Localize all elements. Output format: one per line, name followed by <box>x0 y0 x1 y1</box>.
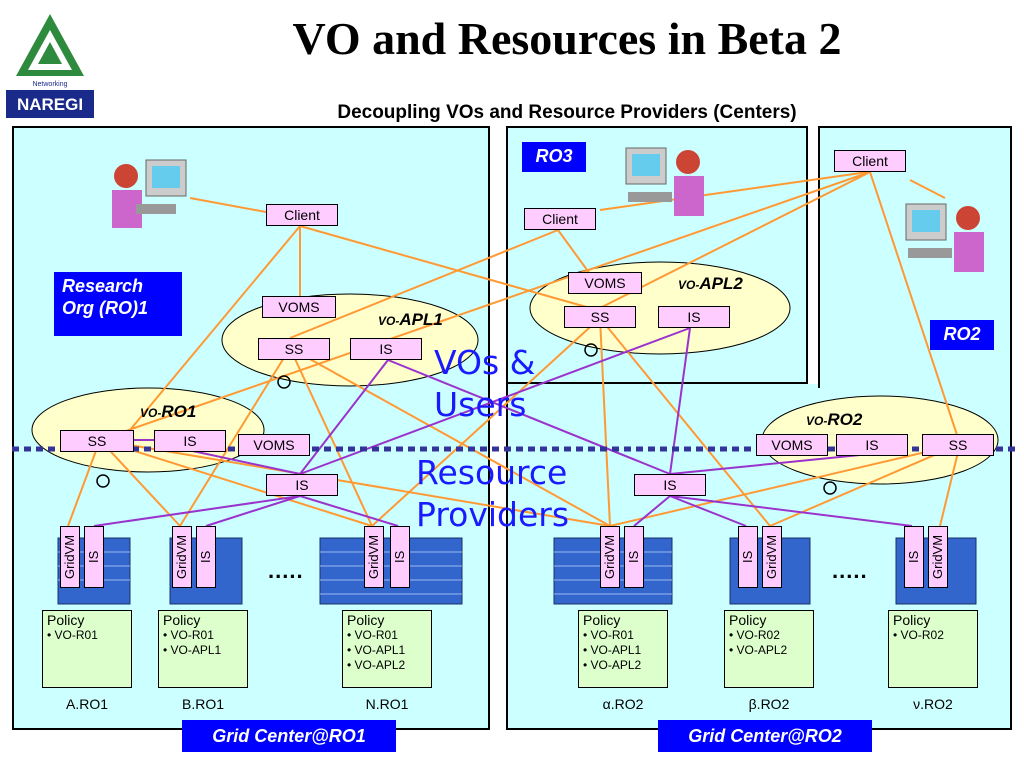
policy-title: Policy <box>893 612 931 628</box>
vos-users-text: VOs & Users <box>434 343 536 424</box>
more-sites-ellipsis-ro2: ..... <box>832 558 868 583</box>
resource-providers-text: Resource Providers <box>416 453 570 534</box>
policy-title: Policy <box>347 612 385 628</box>
is-node-center-ro1: IS <box>266 474 338 496</box>
page-title: VO and Resources in Beta 2 <box>292 13 842 64</box>
vo-ro1-label: VO-RO1 <box>140 402 197 421</box>
label-ro2: RO2 <box>930 320 994 350</box>
voms-node-ro1: VOMS <box>238 434 310 456</box>
site-name-b-ro1: B.RO1 <box>181 696 224 712</box>
policy-entry: • VO-R02 <box>893 628 944 642</box>
policy-entry: • VO-R01 <box>163 628 214 642</box>
is-node-beta-ro2: IS <box>738 526 758 588</box>
policy-entry: • VO-R01 <box>347 628 398 642</box>
label-grid-center-ro1: Grid Center@RO1 <box>182 720 396 752</box>
policy-entry: • VO-R02 <box>729 628 780 642</box>
token-icon <box>823 481 837 495</box>
policy-title: Policy <box>163 612 201 628</box>
page-subtitle: Decoupling VOs and Resource Providers (C… <box>337 102 797 123</box>
policy-entry: • VO-APL2 <box>347 658 406 672</box>
gridvm-node-beta-ro2: GridVM <box>762 526 782 588</box>
ss-node-ro1: SS <box>60 430 134 452</box>
client-node-ro1: Client <box>266 204 338 226</box>
ss-node-apl1: SS <box>258 338 330 360</box>
policy-a-ro1: Policy • VO-R01 <box>42 610 132 688</box>
policy-entry: • VO-APL2 <box>729 643 788 657</box>
is-node-b-ro1: IS <box>196 526 216 588</box>
site-name-a-ro1: A.RO1 <box>65 696 108 712</box>
policy-nu-ro2: Policy • VO-R02 <box>888 610 978 688</box>
is-node-nu-ro2: IS <box>904 526 924 588</box>
ss-node-apl2: SS <box>564 306 636 328</box>
gridvm-node-alpha-ro2: GridVM <box>600 526 620 588</box>
user-icon-ro2 <box>905 203 984 272</box>
token-icon <box>96 474 110 488</box>
naregi-logo: NAREGI Networking <box>2 2 98 122</box>
label-grid-center-ro2: Grid Center@RO2 <box>658 720 872 752</box>
is-node-a-ro1: IS <box>84 526 104 588</box>
logo-networking-text: Networking <box>32 81 67 88</box>
site-name-beta-ro2: β.RO2 <box>748 696 790 712</box>
user-icon-ro3 <box>625 147 704 216</box>
logo-brand-text: NAREGI <box>17 95 83 114</box>
policy-entry: • VO-APL2 <box>583 658 642 672</box>
is-node-n-ro1: IS <box>390 526 410 588</box>
policy-title: Policy <box>47 612 85 628</box>
user-icon-ro1 <box>112 159 187 228</box>
voms-node-ro2: VOMS <box>756 434 828 456</box>
voms-node-apl1: VOMS <box>262 296 336 318</box>
site-name-nu-ro2: ν.RO2 <box>913 696 953 712</box>
ss-node-ro2: SS <box>922 434 994 456</box>
is-node-ro2: IS <box>836 434 908 456</box>
more-sites-ellipsis-ro1: ..... <box>268 558 304 583</box>
is-node-center-ro2: IS <box>634 474 706 496</box>
vo-apl2-label: VO-APL2 <box>678 274 743 293</box>
policy-entry: • VO-R01 <box>47 628 98 642</box>
is-node-apl1: IS <box>350 338 422 360</box>
policy-entry: • VO-R01 <box>583 628 634 642</box>
gridvm-node-b-ro1: GridVM <box>172 526 192 588</box>
gridvm-node-n-ro1: GridVM <box>364 526 384 588</box>
policy-entry: • VO-APL1 <box>163 643 222 657</box>
policy-beta-ro2: Policy • VO-R02 • VO-APL2 <box>724 610 814 688</box>
policy-n-ro1: Policy • VO-R01 • VO-APL1 • VO-APL2 <box>342 610 432 688</box>
policy-title: Policy <box>583 612 621 628</box>
policy-title: Policy <box>729 612 767 628</box>
policy-entry: • VO-APL1 <box>583 643 642 657</box>
vo-apl1-label: VO-APL1 <box>378 310 443 329</box>
voms-node-apl2: VOMS <box>568 272 642 294</box>
policy-b-ro1: Policy • VO-R01 • VO-APL1 <box>158 610 248 688</box>
gridvm-node-nu-ro2: GridVM <box>928 526 948 588</box>
token-icon <box>277 375 291 389</box>
is-node-ro1: IS <box>154 430 226 452</box>
client-node-ro2: Client <box>834 150 906 172</box>
label-research-org-ro1: Research Org (RO)1 <box>54 272 182 336</box>
gridvm-node-a-ro1: GridVM <box>60 526 80 588</box>
policy-entry: • VO-APL1 <box>347 643 406 657</box>
site-name-alpha-ro2: α.RO2 <box>602 696 644 712</box>
vo-ro2-label: VO-RO2 <box>806 410 863 429</box>
label-ro3: RO3 <box>522 142 586 172</box>
token-icon <box>584 343 598 357</box>
client-node-ro3: Client <box>524 208 596 230</box>
policy-alpha-ro2: Policy • VO-R01 • VO-APL1 • VO-APL2 <box>578 610 668 688</box>
is-node-alpha-ro2: IS <box>624 526 644 588</box>
site-name-n-ro1: N.RO1 <box>365 696 409 712</box>
is-node-apl2: IS <box>658 306 730 328</box>
